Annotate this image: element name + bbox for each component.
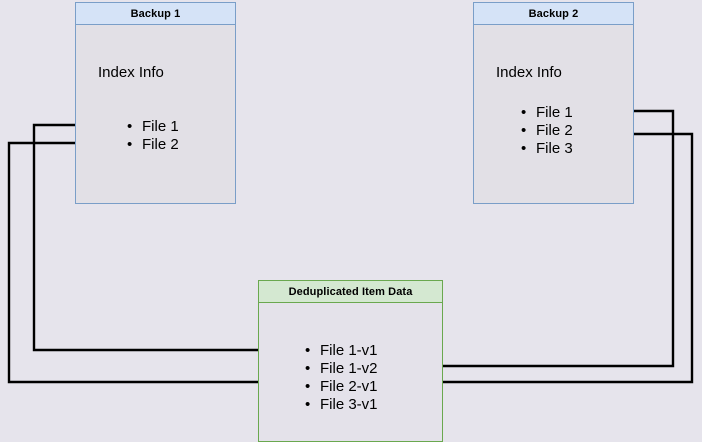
list-item: File 1-v1	[303, 342, 378, 360]
list-item: File 3	[519, 140, 573, 158]
backup-1-body: Index Info File 1 File 2	[76, 25, 235, 203]
backup-2-index-label: Index Info	[496, 64, 562, 81]
deduplicated-item-data-box[interactable]: Deduplicated Item Data File 1-v1 File 1-…	[258, 280, 443, 442]
backup-1-header: Backup 1	[76, 3, 235, 25]
list-item: File 2	[519, 122, 573, 140]
deduplicated-file-list: File 1-v1 File 1-v2 File 2-v1 File 3-v1	[303, 342, 378, 414]
backup-2-file-list: File 1 File 2 File 3	[519, 104, 573, 158]
list-item: File 2	[125, 136, 179, 154]
list-item: File 2-v1	[303, 378, 378, 396]
backup-2-body: Index Info File 1 File 2 File 3	[474, 25, 633, 203]
backup-2-box[interactable]: Backup 2 Index Info File 1 File 2 File 3	[473, 2, 634, 204]
list-item: File 1	[125, 118, 179, 136]
list-item: File 3-v1	[303, 396, 378, 414]
deduplicated-item-data-header: Deduplicated Item Data	[259, 281, 442, 303]
backup-1-index-label: Index Info	[98, 64, 164, 81]
deduplicated-item-data-body: File 1-v1 File 1-v2 File 2-v1 File 3-v1	[259, 303, 442, 441]
backup-2-header: Backup 2	[474, 3, 633, 25]
list-item: File 1-v2	[303, 360, 378, 378]
backup-1-box[interactable]: Backup 1 Index Info File 1 File 2	[75, 2, 236, 204]
backup-1-file-list: File 1 File 2	[125, 118, 179, 154]
list-item: File 1	[519, 104, 573, 122]
